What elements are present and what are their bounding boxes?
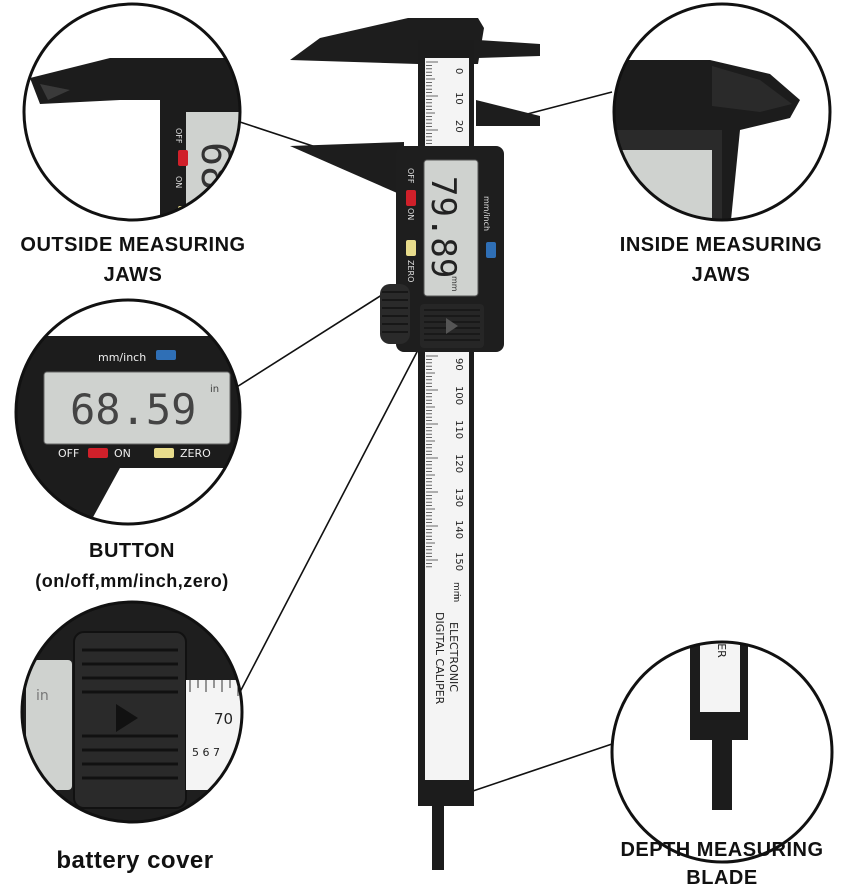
scale-label-90: 90: [453, 358, 464, 371]
zoom-depth-text-1: NIC: [731, 606, 744, 625]
zoom-mode-button[interactable]: [156, 350, 176, 360]
zoom-zero-label: ZERO: [180, 447, 211, 460]
zoom-off-label: OFF: [58, 447, 79, 460]
zoom-battery-scale-number: 70: [214, 710, 233, 728]
scale-label-100: 100: [453, 386, 464, 405]
label-depth-measuring-blade: DEPTH MEASURING BLADE: [600, 836, 844, 892]
label-depth-line1: DEPTH MEASURING: [620, 839, 824, 861]
lcd-unit: mm: [450, 276, 459, 292]
thumb-wheel: [380, 284, 410, 344]
scale-label-130: 130: [453, 488, 464, 507]
beam-text-digital-caliper: DIGITAL CALIPER: [433, 612, 446, 705]
caliper: 0 10 20 90 100 110 120 130 140 150 mm in…: [290, 18, 540, 870]
btn-zero-label: ZERO: [406, 260, 415, 282]
lcd-value: 79.89: [423, 176, 463, 278]
label-inside-line1: INSIDE MEASURING: [619, 234, 823, 256]
beam-text-electronic: ELECTRONIC: [447, 622, 460, 692]
label-outside-measuring-jaws: OUTSIDE MEASURING JAWS: [0, 230, 268, 290]
zoom-on-label: ON: [114, 447, 131, 460]
label-button-line2: (on/off,mm/inch,zero): [35, 571, 229, 591]
scale-unit-mm: mm: [451, 582, 461, 600]
zoom-inside-jaws: [612, 2, 832, 222]
btn-on-label: ON: [406, 208, 415, 220]
zoom-zero-button[interactable]: [154, 448, 174, 458]
depth-blade: [432, 800, 444, 870]
mm-inch-button[interactable]: [486, 242, 496, 258]
scale-label-120: 120: [453, 454, 464, 473]
svg-text:OFF: OFF: [174, 128, 183, 144]
label-outside-line1: OUTSIDE MEASURING: [20, 234, 246, 256]
label-button-line1: BUTTON: [89, 540, 175, 562]
scale-label-110: 110: [453, 420, 464, 439]
zoom-battery-unit: in: [36, 688, 49, 704]
beam-end: [418, 780, 474, 806]
zoom-outside-jaws: 68 OFF ON: [22, 2, 242, 222]
zoom-mode-label: mm/inch: [98, 351, 146, 364]
zoom-on-off-button[interactable]: [88, 448, 108, 458]
sliding-outside-jaw: [290, 142, 404, 196]
label-depth-line2: BLADE: [686, 867, 758, 889]
lcd-screen: [423, 159, 479, 297]
zoom-button: 68.59 in mm/inch OFF ON ZERO: [14, 298, 242, 526]
label-button: BUTTON (on/off,mm/inch,zero): [0, 536, 264, 596]
zoom-lcd-unit: in: [210, 384, 219, 395]
scale-ticks: [426, 61, 438, 568]
scale-label-20: 20: [453, 120, 464, 133]
inside-jaw-top: [478, 40, 540, 58]
label-battery-cover: battery cover: [20, 844, 250, 878]
label-inside-line2: JAWS: [691, 264, 751, 286]
zoom-depth-text-2: CALIPER: [715, 612, 728, 658]
label-inside-measuring-jaws: INSIDE MEASURING JAWS: [596, 230, 844, 290]
scale-unit-in: in: [451, 594, 461, 602]
scale-label-140: 140: [453, 520, 464, 539]
zoom-battery-scale-digits: 5 6 7: [192, 746, 220, 759]
zero-button[interactable]: [406, 240, 416, 256]
battery-arrow-icon: [446, 318, 458, 334]
on-off-button[interactable]: [406, 190, 416, 206]
beam-scale-top: [425, 58, 469, 150]
scale-label-10: 10: [453, 92, 464, 105]
zoom-depth-blade: NIC CALIPER: [610, 606, 834, 864]
scale-label-0: 0: [453, 68, 464, 74]
scale-label-150: 150: [453, 552, 464, 571]
zoom-lcd-value: 68.59: [70, 385, 196, 434]
zoom-battery-cover: in 70 5 6 7: [20, 600, 244, 824]
label-battery-line1: battery cover: [56, 847, 214, 874]
label-outside-line2: JAWS: [103, 264, 163, 286]
inside-jaw-bottom: [476, 100, 540, 126]
btn-off-label: OFF: [406, 168, 415, 184]
zoom-battery-arrow-icon: [116, 704, 138, 732]
btn-mode-label: mm/inch: [482, 196, 491, 231]
svg-text:ON: ON: [174, 176, 183, 188]
beam-scale-bottom: [425, 352, 469, 780]
